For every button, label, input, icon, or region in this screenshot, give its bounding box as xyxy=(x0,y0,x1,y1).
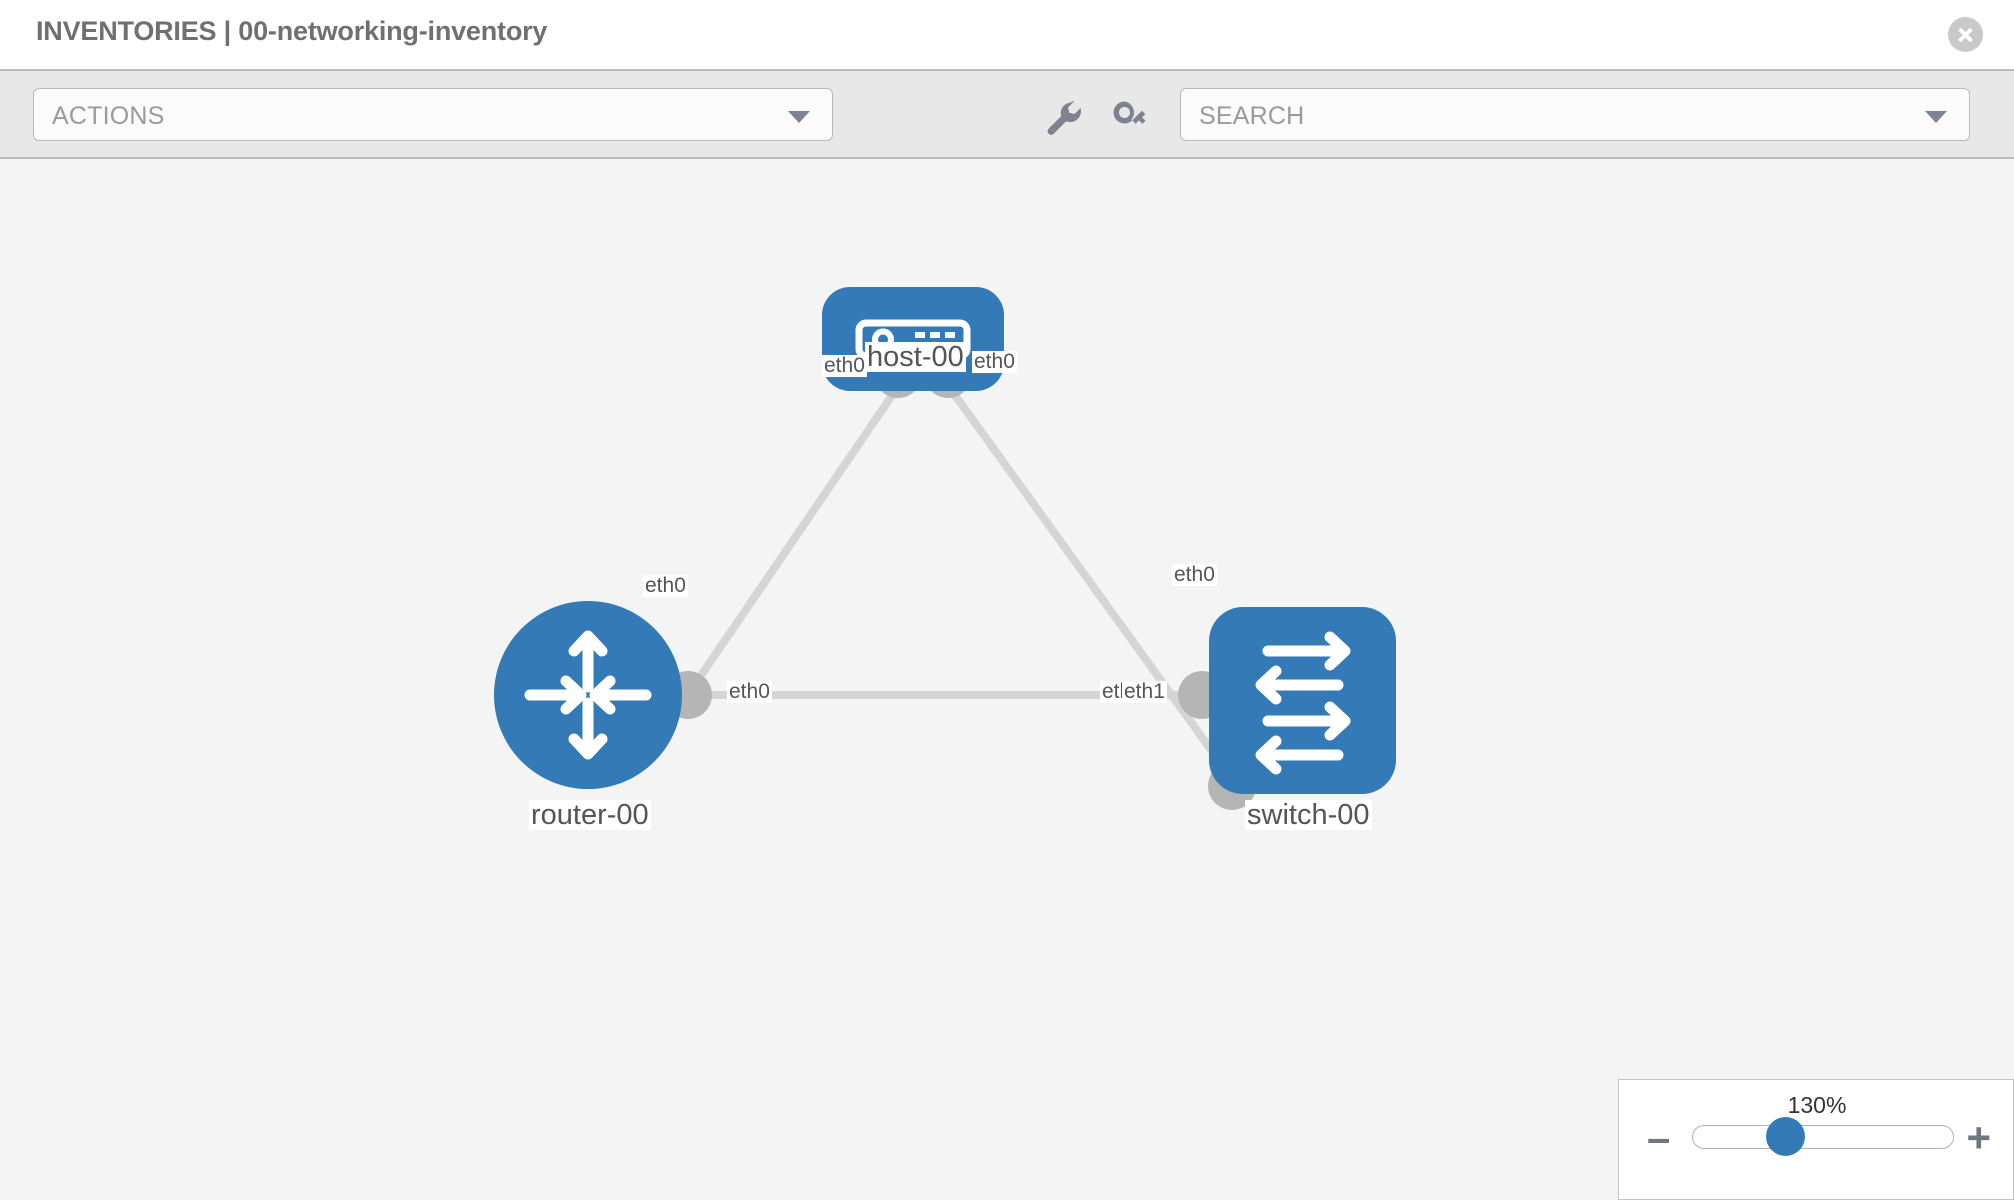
toolbar: ACTIONS SEARCH xyxy=(0,69,2014,159)
wrench-icon[interactable] xyxy=(1040,96,1084,140)
search-input-text: SEARCH xyxy=(1199,102,1305,130)
actions-dropdown[interactable]: ACTIONS xyxy=(33,88,833,141)
chevron-down-icon xyxy=(788,111,810,123)
actions-dropdown-label: ACTIONS xyxy=(52,102,165,130)
zoom-slider-thumb[interactable] xyxy=(1766,1117,1805,1156)
node-label-switch-00: switch-00 xyxy=(1245,799,1372,831)
topology-canvas[interactable]: host-00 router-00 switch-00 eth0 eth0 et… xyxy=(0,159,2014,1200)
iface-label: eth0 xyxy=(727,680,772,704)
zoom-in-button[interactable]: + xyxy=(1966,1114,1991,1161)
zoom-out-button[interactable]: – xyxy=(1647,1114,1671,1161)
node-label-router-00: router-00 xyxy=(529,799,651,831)
topology-connectors xyxy=(664,350,1256,810)
node-label-host-00: host-00 xyxy=(865,341,966,373)
zoom-percent-label: 130% xyxy=(1787,1092,1847,1118)
node-switch-00[interactable] xyxy=(1209,607,1396,794)
page-header: INVENTORIES | 00-networking-inventory xyxy=(0,0,2014,69)
key-icon[interactable] xyxy=(1108,96,1152,140)
router-arrows-icon xyxy=(524,630,652,760)
switch-arrows-icon xyxy=(1255,631,1351,775)
edge-host00-switch00[interactable] xyxy=(948,388,1226,768)
zoom-slider-track[interactable] xyxy=(1692,1125,1954,1149)
node-router-00[interactable] xyxy=(494,601,682,789)
iface-label: eth0 xyxy=(643,574,688,598)
topology-graph xyxy=(494,287,1396,810)
search-input[interactable]: SEARCH xyxy=(1180,88,1970,141)
iface-label: eth0 xyxy=(822,354,867,378)
iface-label: eth0 xyxy=(1172,563,1217,587)
iface-label: eth1 xyxy=(1122,680,1167,704)
zoom-control-panel: 130% – + xyxy=(1618,1079,2014,1200)
topology-edges xyxy=(636,388,1226,768)
close-icon[interactable] xyxy=(1948,17,1983,52)
iface-label: eth0 xyxy=(972,350,1017,374)
page-title: INVENTORIES | 00-networking-inventory xyxy=(36,16,548,46)
chevron-down-icon[interactable] xyxy=(1925,111,1947,123)
